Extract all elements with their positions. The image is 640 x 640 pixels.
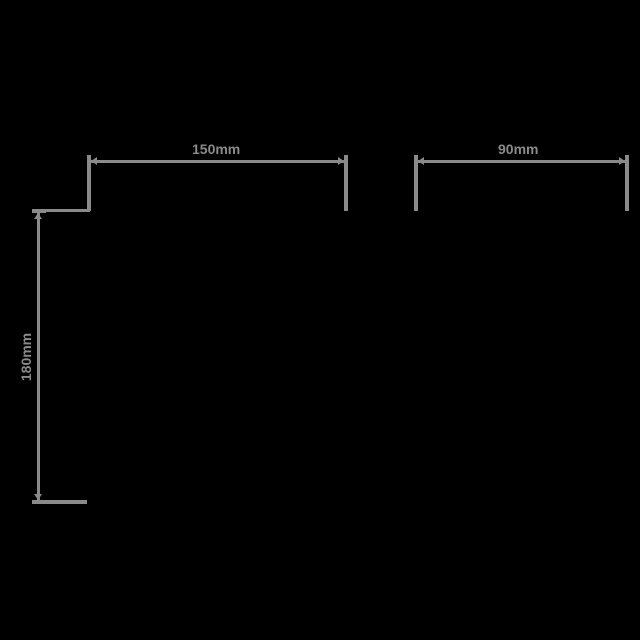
- arrowhead-top-icon: [34, 213, 42, 219]
- extension-line-top: [32, 209, 46, 213]
- arrowhead-right-icon: [619, 157, 625, 165]
- dimension-line: [90, 160, 346, 163]
- dimension-line: [37, 212, 40, 502]
- extension-line-right: [625, 155, 629, 211]
- arrowhead-right-icon: [338, 157, 344, 165]
- extension-line-left: [414, 155, 418, 211]
- extension-line-bottom: [32, 500, 87, 504]
- extension-line-right: [344, 155, 348, 211]
- arrowhead-bottom-icon: [34, 494, 42, 500]
- arrowhead-left-icon: [91, 157, 97, 165]
- connector-line: [34, 209, 90, 212]
- dimension-label: 90mm: [498, 141, 539, 157]
- dimension-line: [416, 160, 628, 163]
- extension-line-left: [87, 155, 91, 211]
- arrowhead-left-icon: [418, 157, 424, 165]
- dimension-label: 150mm: [192, 141, 241, 157]
- dimension-label: 180mm: [18, 332, 35, 382]
